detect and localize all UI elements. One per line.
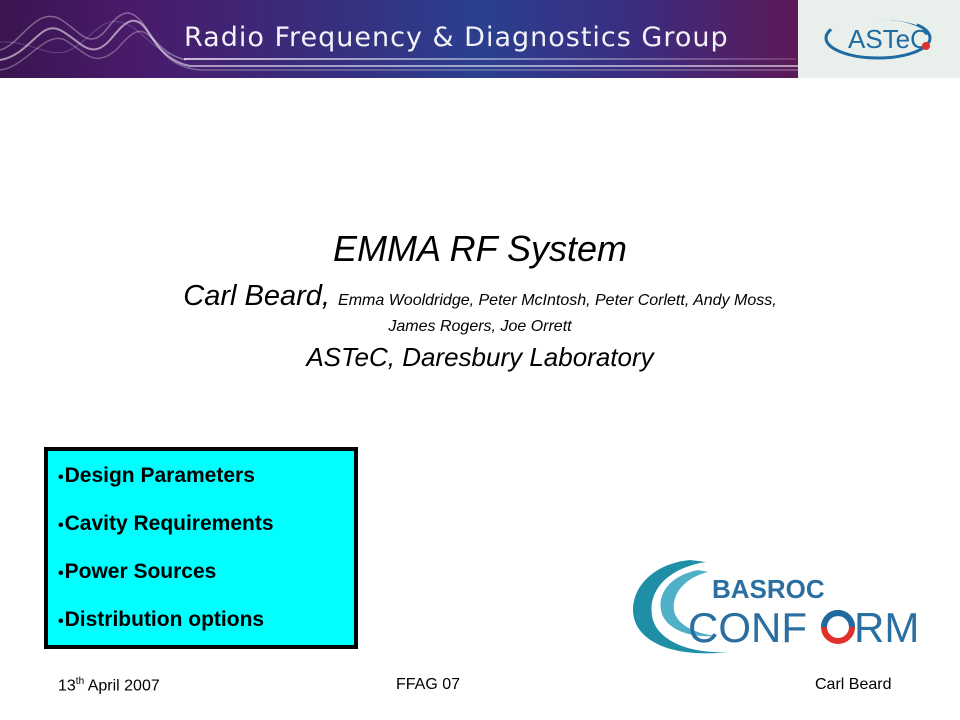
footer-date: 13th April 2007 [58, 676, 160, 695]
topic-item: •Power Sources [58, 560, 217, 583]
footer-author: Carl Beard [815, 676, 892, 693]
banner-title: Radio Frequency & Diagnostics Group [184, 22, 729, 53]
affiliation: ASTeC, Daresbury Laboratory [306, 342, 654, 372]
header-banner: Radio Frequency & Diagnostics Group ASTe… [0, 0, 960, 78]
co-authors-2: James Rogers, Joe Orrett [388, 318, 572, 335]
waveform-graphic [0, 12, 800, 71]
conform-text-2: RM [854, 604, 919, 651]
topic-item: •Distribution options [58, 608, 265, 631]
co-authors-1: Emma Wooldridge, Peter McIntosh, Peter C… [338, 292, 777, 309]
topic-item: •Cavity Requirements [58, 512, 274, 535]
authors-line-1: Carl Beard, Emma Wooldridge, Peter McInt… [0, 280, 960, 313]
topics-box: •Design Parameters •Cavity Requirements … [44, 447, 358, 649]
lead-author: Carl Beard, [183, 280, 339, 312]
basroc-text: BASROC [712, 574, 825, 604]
basroc-conform-logo: BASROC CONF RM [628, 554, 928, 663]
banner-underline [184, 58, 796, 60]
astec-logo-text: ASTeC [848, 24, 929, 54]
astec-logo: ASTeC [798, 0, 960, 78]
topics-list: •Design Parameters •Cavity Requirements … [48, 451, 354, 655]
conform-text-1: CONF [688, 604, 807, 651]
slide-title: EMMA RF System [332, 228, 628, 269]
footer-conference: FFAG 07 [396, 676, 461, 693]
topic-item: •Design Parameters [58, 464, 255, 487]
